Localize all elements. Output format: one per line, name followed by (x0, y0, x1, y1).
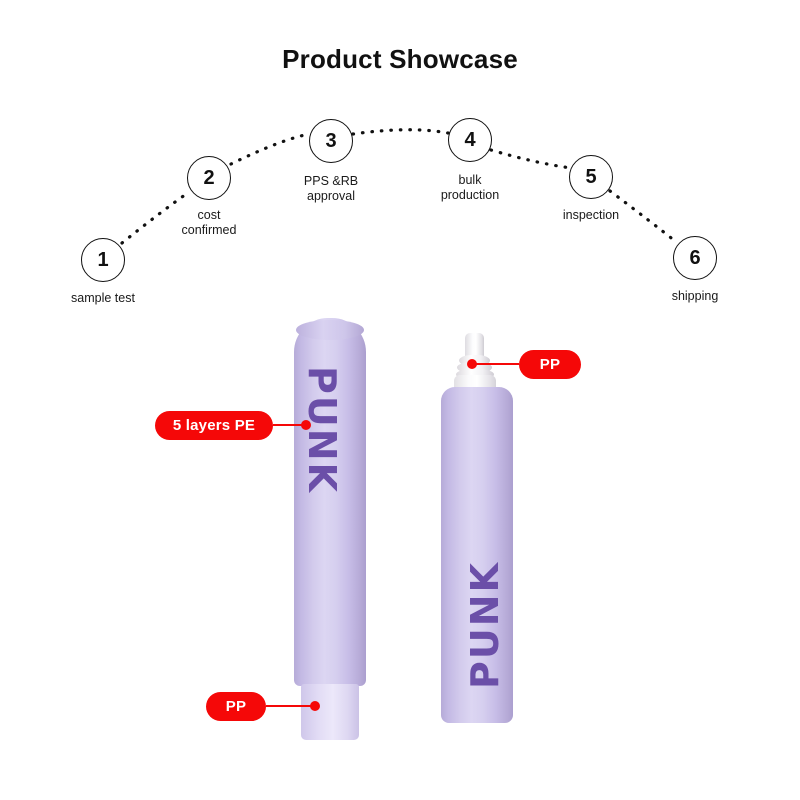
callout-5-layers-pe[interactable]: 5 layers PE (155, 411, 273, 440)
left-product-tube[interactable]: PUNK (294, 318, 366, 740)
callout-leader-dot (467, 359, 477, 369)
step-number-badge: 6 (673, 236, 717, 280)
step-number-badge: 1 (81, 238, 125, 282)
callout-leader-line (472, 363, 519, 366)
right-tube-nozzle-tip (465, 333, 484, 359)
callout-leader-line (266, 705, 315, 708)
right-tube-body (441, 387, 513, 723)
product-stage: PUNK PUNK 5 layers PE PP PP (0, 300, 800, 800)
callout-leader-line (273, 424, 306, 427)
callout-leader-dot (310, 701, 320, 711)
step-number-badge: 5 (569, 155, 613, 199)
step-number-badge: 2 (187, 156, 231, 200)
page-title: Product Showcase (282, 44, 518, 74)
step-number-badge: 3 (309, 119, 353, 163)
left-tube-top-seal (296, 320, 364, 340)
left-tube-cap (301, 684, 359, 740)
right-tube-brand-text: PUNK (463, 561, 507, 689)
callout-pp-nozzle[interactable]: PP (519, 350, 581, 379)
left-tube-body (294, 318, 366, 686)
nozzle-thread-ring (456, 369, 494, 380)
right-product-tube[interactable]: PUNK (441, 333, 513, 725)
step-label: shipping (671, 289, 719, 303)
step-label: cost confirmed (181, 208, 237, 237)
flow-arc-connectors (120, 128, 677, 245)
step-label: sample test (71, 291, 135, 305)
step-number-badge: 4 (448, 118, 492, 162)
left-tube-brand-text: PUNK (300, 366, 344, 494)
step-label: inspection (562, 208, 620, 222)
step-label: bulk production (440, 173, 500, 202)
step-label: PPS &RB approval (303, 174, 359, 203)
callout-pp-cap[interactable]: PP (206, 692, 266, 721)
callout-leader-dot (301, 420, 311, 430)
